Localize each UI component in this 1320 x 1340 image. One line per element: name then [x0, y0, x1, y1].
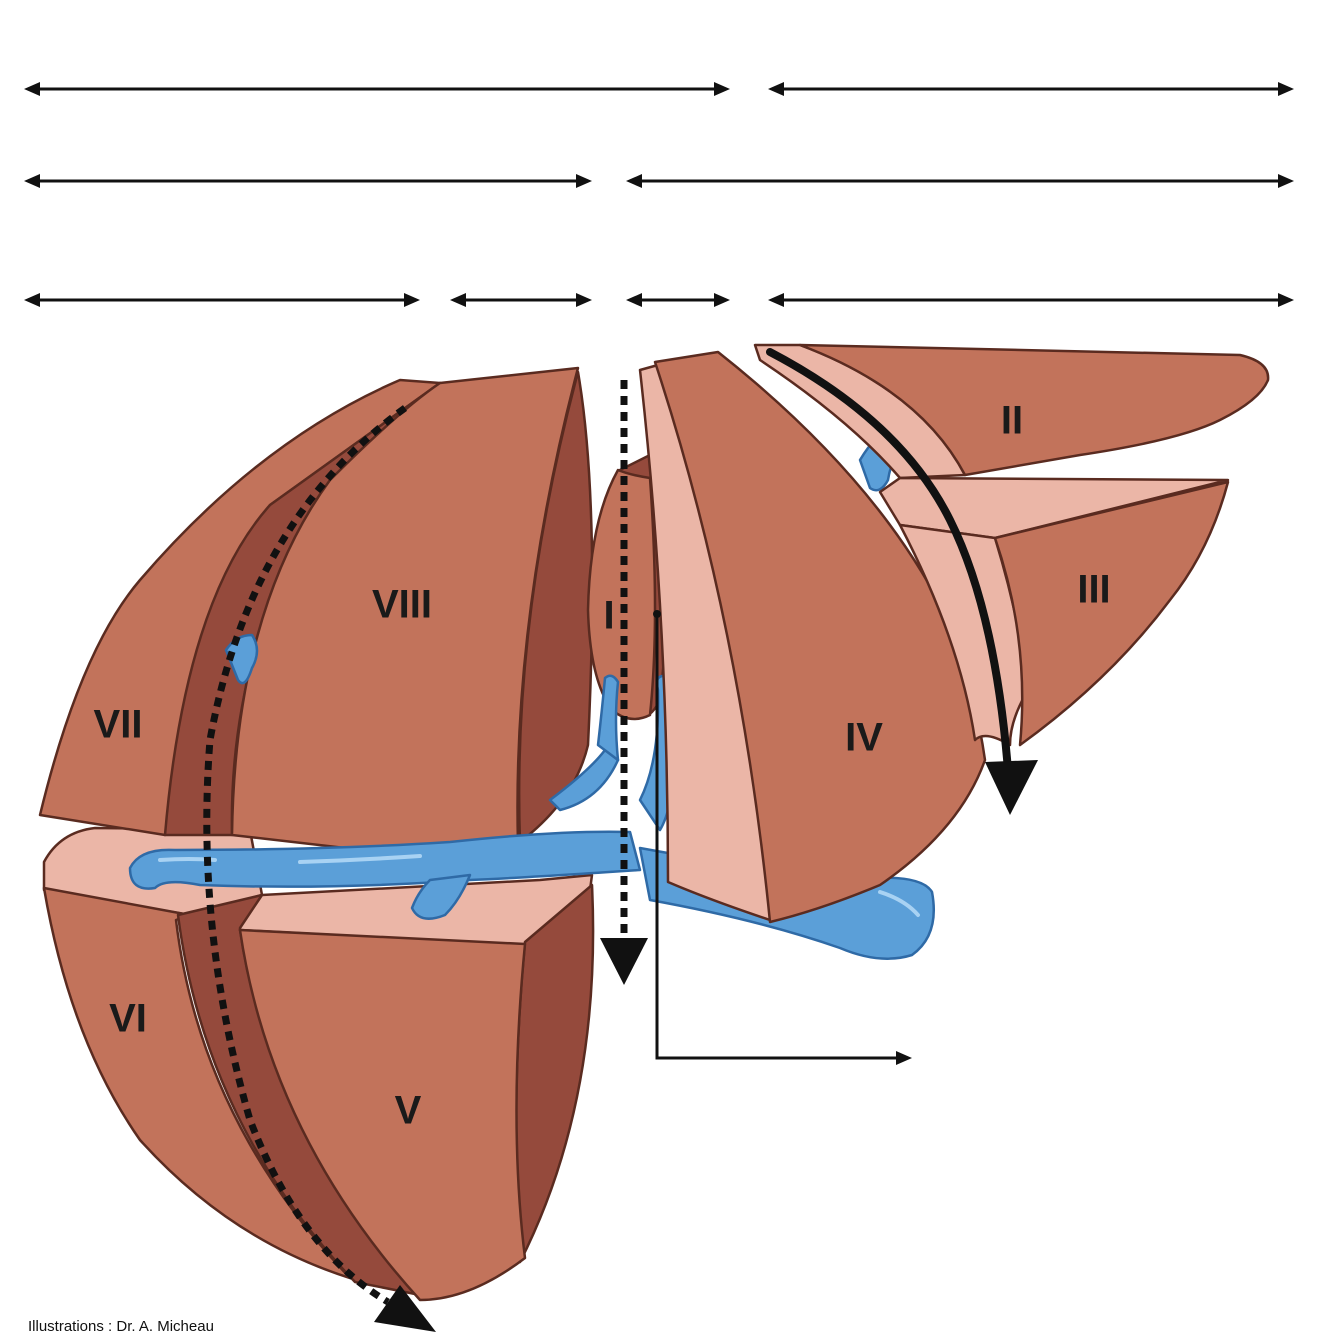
segment-label-vii: VII	[94, 703, 143, 747]
middle-hepatic-plane-arrow	[600, 380, 648, 985]
segment-label-vi: VI	[109, 997, 147, 1041]
segment-viii-block	[230, 366, 594, 854]
dimension-arrow-row3-lateral-sector	[768, 293, 1294, 307]
illustration-credit: Illustrations : Dr. A. Micheau	[28, 1318, 214, 1335]
segment-label-iii: III	[1077, 568, 1110, 612]
dimension-arrow-row2-right-lobe	[24, 174, 592, 188]
segment-label-iv: IV	[845, 716, 883, 760]
segment-iv-block	[638, 350, 987, 924]
segment-label-v: V	[395, 1089, 422, 1133]
segment-labels: II III IV I VIII VII VI V	[94, 399, 1111, 1133]
dimension-arrow-row1-left-liver	[768, 82, 1294, 96]
segment-label-ii: II	[1001, 399, 1023, 443]
segment-label-i: I	[603, 594, 614, 638]
dimension-arrow-row1-right-liver	[24, 82, 730, 96]
caudate-leader-arrow	[653, 610, 912, 1065]
dimension-arrow-row3-anterior-sector	[450, 293, 592, 307]
left-hepatic-plane-arrow	[766, 348, 1038, 815]
segment-label-viii: VIII	[372, 583, 432, 627]
right-hepatic-plane-arrow	[203, 405, 436, 1332]
dimension-arrow-row3-posterior-sector	[24, 293, 420, 307]
dimension-arrow-row2-left-lobe	[626, 174, 1294, 188]
dimension-arrows	[24, 82, 1294, 307]
dimension-arrow-row3-medial-sector	[626, 293, 730, 307]
